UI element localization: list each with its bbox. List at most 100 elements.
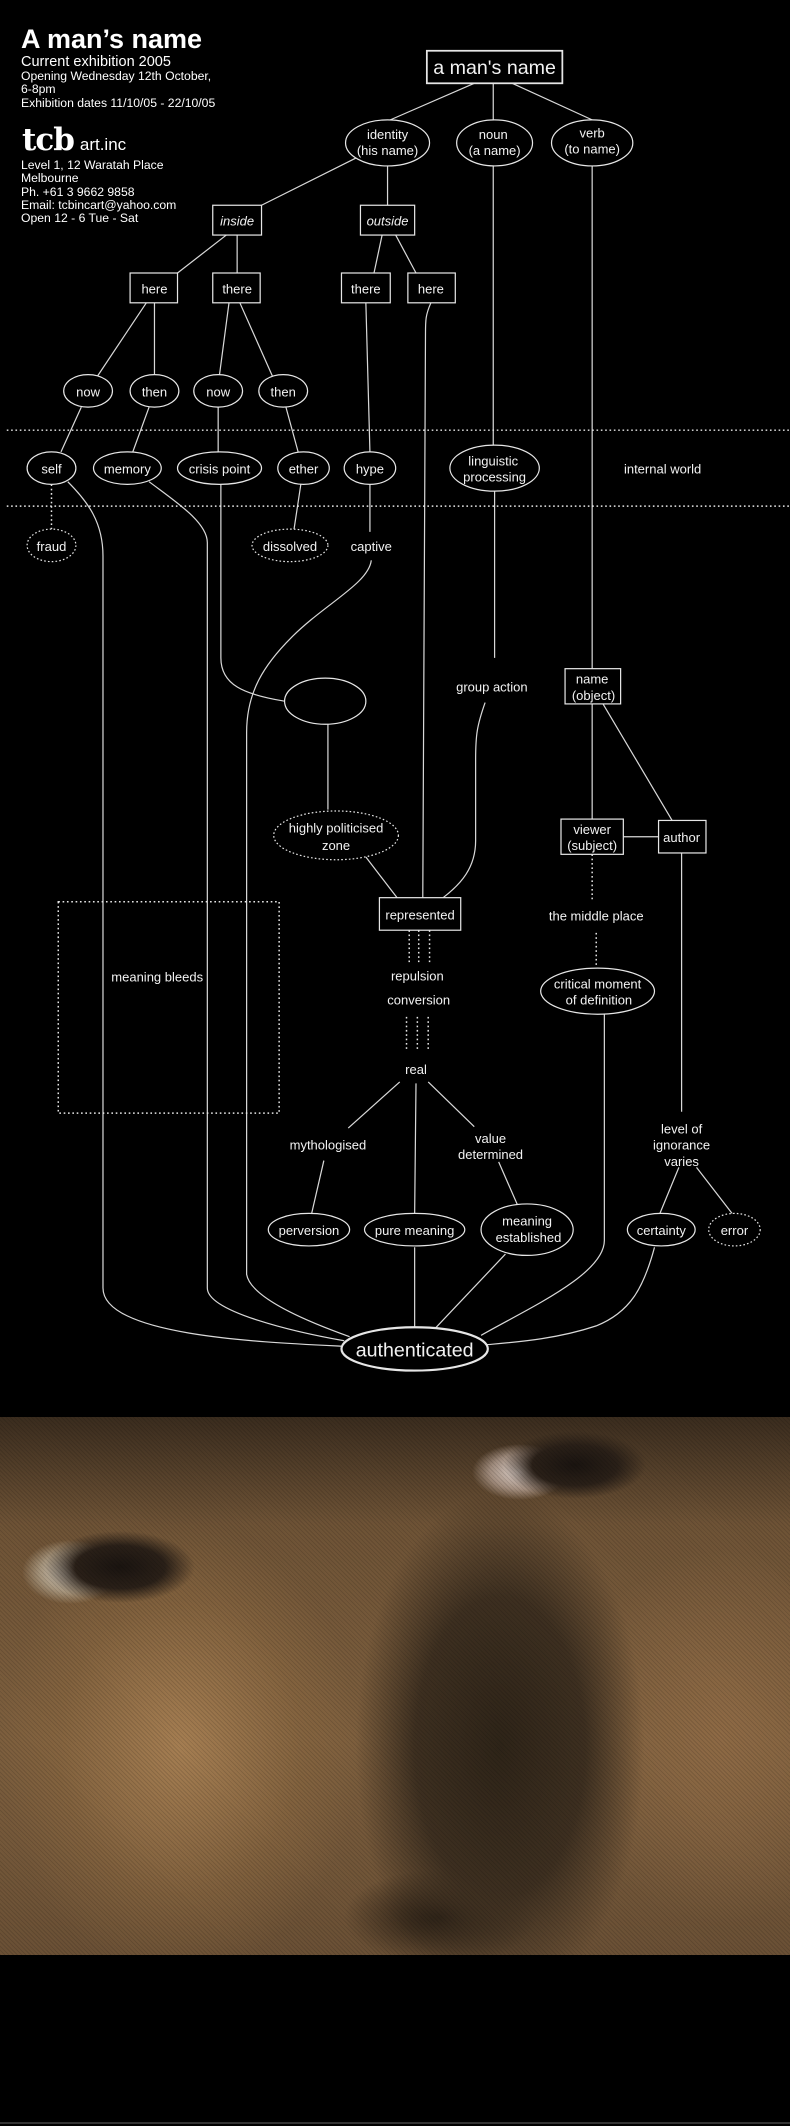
repulsion-label: repulsion: [391, 968, 444, 983]
svg-text:hype: hype: [356, 462, 384, 477]
critical-moment-node: critical moment of definition: [540, 967, 656, 1015]
self-node: self: [26, 451, 77, 485]
svg-text:verb: verb: [580, 125, 605, 140]
phone: Ph. +61 3 9662 9858: [21, 184, 135, 199]
exhibition-header: A man’s name Current exhibition 2005 Ope…: [21, 24, 215, 110]
represented-node: represented: [378, 897, 462, 931]
svg-text:perversion: perversion: [279, 1223, 340, 1238]
logo-mark: tcb: [22, 122, 75, 158]
email[interactable]: Email: tcbincart@yahoo.com: [21, 197, 177, 212]
svg-text:here: here: [418, 281, 444, 296]
svg-text:identity: identity: [367, 127, 409, 142]
svg-text:highly politicised: highly politicised: [289, 821, 384, 836]
svg-text:of definition: of definition: [566, 993, 633, 1008]
captive-label: captive: [351, 539, 392, 554]
svg-text:linguistic: linguistic: [468, 453, 518, 468]
svg-text:there: there: [351, 281, 381, 296]
mythologised-label: mythologised: [290, 1138, 367, 1153]
svg-text:inside: inside: [220, 214, 254, 229]
svg-text:self: self: [41, 462, 62, 477]
highly-politicised-zone-node: highly politicised zone: [273, 810, 399, 861]
svg-text:critical moment: critical moment: [554, 976, 642, 991]
svg-text:certainty: certainty: [637, 1223, 687, 1238]
here-outside-node: here: [407, 272, 456, 304]
conversion-label: conversion: [387, 993, 450, 1008]
svg-text:outside: outside: [367, 214, 409, 229]
empty-node: [283, 677, 367, 725]
svg-text:meaning: meaning: [502, 1214, 552, 1229]
svg-text:now: now: [76, 384, 100, 399]
author-node: author: [657, 819, 707, 854]
svg-text:then: then: [142, 384, 167, 399]
svg-text:(object): (object): [572, 688, 615, 703]
connectors: [6, 82, 790, 1347]
svg-text:a man's name: a man's name: [433, 57, 556, 79]
crisis-point-node: crisis point: [176, 451, 263, 485]
logo-text: art.inc: [79, 135, 127, 154]
svg-text:now: now: [206, 384, 230, 399]
svg-text:(subject): (subject): [567, 838, 617, 853]
svg-text:pure meaning: pure meaning: [375, 1223, 455, 1238]
now-node: now: [193, 374, 244, 408]
opening-text: Opening Wednesday 12th October,: [21, 69, 212, 83]
internal-world-label: internal world: [624, 462, 701, 477]
svg-text:(his name): (his name): [357, 143, 418, 158]
identity-node: identity(his name): [344, 119, 431, 167]
ether-node: ether: [277, 451, 330, 485]
svg-text:(to name): (to name): [564, 142, 620, 157]
perversion-node: perversion: [267, 1212, 351, 1247]
root-node: a man's name: [425, 49, 564, 85]
gallery-address: Level 1, 12 Waratah Place Melbourne Ph. …: [21, 158, 177, 226]
svg-text:authenticated: authenticated: [356, 1339, 474, 1361]
hype-node: hype: [343, 451, 397, 485]
then-node: then: [258, 374, 309, 408]
there-outside-node: there: [340, 272, 391, 304]
svg-text:ether: ether: [289, 462, 319, 477]
svg-text:here: here: [141, 281, 167, 296]
svg-text:crisis point: crisis point: [189, 462, 251, 477]
viewer-subject-node: viewer(subject): [560, 818, 624, 855]
error-node: error: [708, 1212, 761, 1247]
svg-text:name: name: [576, 672, 609, 687]
svg-text:established: established: [496, 1230, 562, 1245]
fraud-node: fraud: [26, 528, 77, 563]
real-label: real: [405, 1062, 427, 1077]
face-photograph: [0, 1417, 790, 1955]
verb-node: verb (to name): [550, 119, 634, 167]
svg-text:zone: zone: [322, 838, 350, 853]
noun-node: noun(a name): [456, 119, 534, 167]
svg-text:noun: noun: [479, 127, 508, 142]
meaning-bleeds-label: meaning bleeds: [111, 970, 203, 985]
divider: [0, 2122, 790, 2124]
memory-node: memory: [92, 451, 162, 485]
exhibition-title: A man’s name: [21, 24, 203, 54]
group-action-label: group action: [456, 680, 528, 695]
svg-text:processing: processing: [463, 470, 526, 485]
svg-text:memory: memory: [104, 462, 151, 477]
dissolved-node: dissolved: [251, 528, 329, 563]
there-inside-node: there: [212, 272, 261, 304]
then-node: then: [129, 374, 180, 408]
svg-text:represented: represented: [385, 907, 454, 922]
svg-text:(a name): (a name): [469, 143, 521, 158]
svg-text:then: then: [271, 384, 296, 399]
svg-text:dissolved: dissolved: [263, 539, 317, 554]
svg-text:author: author: [663, 830, 701, 845]
opening-hours: Open 12 - 6 Tue - Sat: [21, 211, 139, 226]
now-node: now: [63, 374, 114, 408]
here-inside-node: here: [129, 272, 179, 304]
the-middle-place-label: the middle place: [549, 909, 644, 924]
pure-meaning-node: pure meaning: [363, 1212, 466, 1247]
exhibition-subtitle: Current exhibition 2005: [21, 54, 171, 70]
certainty-node: certainty: [626, 1212, 696, 1247]
authenticated-node: authenticated: [340, 1326, 489, 1372]
svg-text:viewer: viewer: [573, 822, 611, 837]
svg-text:error: error: [721, 1223, 749, 1238]
name-object-node: name(object): [564, 668, 622, 705]
linguistic-processing-node: linguistic processing: [449, 444, 540, 492]
